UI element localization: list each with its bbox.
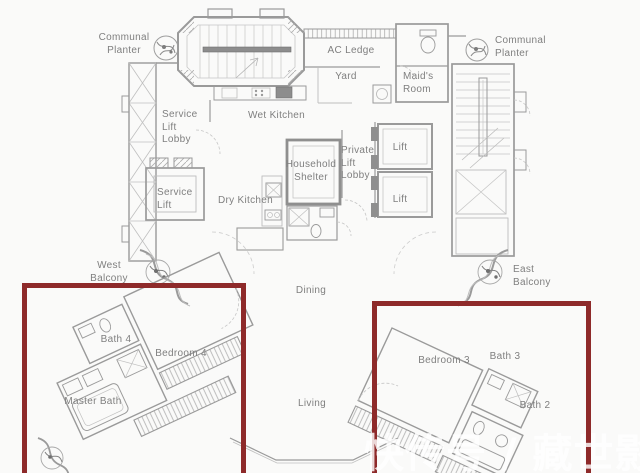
door-swing-arc: [211, 231, 255, 275]
corner-plant-icon: [37, 437, 70, 473]
label-ac-ledge: AC Ledge: [327, 45, 375, 56]
dry-kitchen-fittings-icon: [236, 175, 284, 251]
household-shelter-walls: [285, 138, 342, 206]
wc-icon: [99, 318, 112, 333]
right-bedroom-wing: [347, 327, 539, 473]
door-swing-arc: [393, 231, 437, 275]
stove-icon: [251, 87, 271, 99]
label-communal-planter-right: Communal Planter: [495, 35, 546, 59]
wc-icon: [472, 420, 485, 436]
bathtub-icon: [458, 439, 506, 471]
side-staircase-icon: [451, 63, 531, 257]
label-bath-3: Bath 3: [489, 351, 521, 362]
label-west-balcony: West Balcony: [90, 260, 128, 284]
label-service-lift: Service Lift: [157, 187, 193, 211]
service-lift-icon: [145, 157, 205, 221]
label-bedroom-4: Bedroom 4: [155, 348, 207, 359]
wardrobe-icon: [347, 405, 444, 464]
plant-icon: [153, 35, 489, 62]
label-lift-upper: Lift: [392, 142, 408, 153]
basin-icon: [495, 434, 509, 448]
bathtub-icon: [72, 383, 129, 432]
label-living: Living: [298, 398, 326, 409]
wardrobe-icon: [133, 375, 237, 438]
label-household-shelter: Household Shelter: [285, 159, 337, 183]
powder-room-icon: [286, 205, 352, 241]
label-bath-2: Bath 2: [519, 400, 551, 411]
label-bath-4: Bath 4: [100, 334, 132, 345]
label-private-lift-lobby: Private Lift Lobby: [341, 145, 375, 181]
watermark-text: 快传号 / 藏世影视: [364, 431, 640, 473]
wc-icon: [419, 29, 437, 54]
label-dry-kitchen: Dry Kitchen: [218, 195, 273, 206]
label-yard: Yard: [335, 71, 357, 82]
label-dining: Dining: [295, 285, 327, 296]
label-master-bath: Master Bath: [64, 396, 122, 407]
label-wet-kitchen: Wet Kitchen: [248, 110, 306, 121]
label-lift-lower: Lift: [392, 194, 408, 205]
label-service-lift-lobby: Service Lift Lobby: [162, 109, 198, 145]
label-communal-planter-left: Communal Planter: [98, 32, 150, 56]
lift-icon: [377, 123, 433, 218]
ac-ledge-grille-icon: [303, 28, 397, 39]
label-bedroom-3: Bedroom 3: [418, 355, 470, 366]
wardrobe-icon: [434, 454, 517, 473]
label-maids-room: Maid's Room: [403, 71, 434, 95]
east-balcony-plant-icon: [457, 249, 509, 307]
washing-machine-icon: [372, 84, 392, 104]
label-east-balcony: East Balcony: [513, 264, 551, 288]
main-staircase-icon: [177, 8, 305, 87]
kitchen-counter-icon: [195, 85, 307, 155]
